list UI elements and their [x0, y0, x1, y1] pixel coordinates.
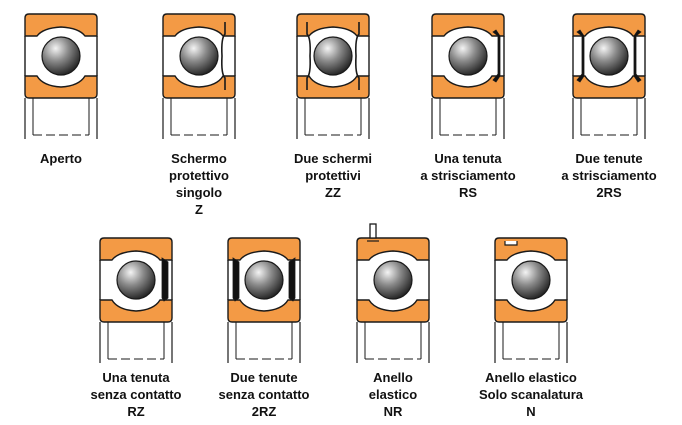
caption-line: protettivi: [305, 168, 361, 183]
aperto-caption: Aperto: [0, 150, 136, 167]
seal: [288, 257, 296, 302]
outer-ring: [431, 13, 505, 37]
caption-line: singolo: [175, 185, 223, 200]
caption-line: a strisciamento: [561, 168, 657, 183]
caption-line: Aperto: [40, 151, 82, 166]
caption-line: Due schermi: [293, 151, 373, 166]
ball: [41, 36, 81, 76]
seal: [576, 29, 585, 83]
shield: [355, 22, 360, 90]
outer-ring: [227, 237, 301, 261]
caption-line: Due tenute: [230, 370, 298, 385]
shield: [306, 22, 311, 90]
inner-ring: [572, 75, 646, 99]
seal: [633, 29, 642, 83]
una-tenuta-strisciamento-bearing: [431, 13, 505, 139]
caption-line: a strisciamento: [420, 168, 516, 183]
snap-ring: [369, 223, 377, 239]
due-tenute-strisciamento-caption: Due tenute a strisciamento 2RS: [534, 150, 682, 201]
outer-ring: [162, 13, 236, 37]
inner-ring: [227, 299, 301, 323]
inner-ring: [494, 299, 568, 323]
seal: [161, 257, 169, 302]
caption-line: RZ: [127, 404, 145, 419]
una-tenuta-senza-contatto-bearing: [99, 237, 173, 363]
outer-ring: [356, 237, 430, 261]
caption-line: Schermo: [171, 151, 227, 166]
caption-line: 2RS: [596, 185, 622, 200]
ball: [116, 260, 156, 300]
outer-ring: [99, 237, 173, 261]
inner-ring: [356, 299, 430, 323]
caption-line: Anello: [373, 370, 413, 385]
inner-ring: [162, 75, 236, 99]
ball: [179, 36, 219, 76]
caption-line: N: [526, 404, 536, 419]
caption-line: Anello elastico: [485, 370, 577, 385]
inner-ring: [24, 75, 98, 99]
caption-line: ZZ: [325, 185, 341, 200]
ball: [448, 36, 488, 76]
shield: [221, 22, 226, 90]
outer-ring: [572, 13, 646, 37]
outer-ring: [24, 13, 98, 37]
ball: [589, 36, 629, 76]
due-tenute-strisciamento-bearing: [572, 13, 646, 139]
inner-ring: [296, 75, 370, 99]
outer-ring: [296, 13, 370, 37]
caption-line: 2RZ: [251, 404, 277, 419]
seal: [492, 29, 501, 83]
snap-groove: [504, 241, 518, 246]
caption-line: elastico: [368, 387, 418, 402]
caption-line: Una tenuta: [102, 370, 170, 385]
anello-elastico-scanalatura-bearing: [494, 237, 568, 363]
caption-line: Z: [195, 202, 203, 217]
caption-line: protettivo: [169, 168, 229, 183]
anello-elastico-bearing: [356, 223, 430, 363]
caption-line: senza contatto: [90, 387, 182, 402]
caption-line: Solo scanalatura: [478, 387, 584, 402]
caption-line: senza contatto: [218, 387, 310, 402]
schermo-singolo-bearing: [162, 13, 236, 139]
aperto-bearing: [24, 13, 98, 139]
inner-ring: [431, 75, 505, 99]
ball: [373, 260, 413, 300]
caption-line: Due tenute: [575, 151, 643, 166]
due-schermi-bearing: [296, 13, 370, 139]
ball: [313, 36, 353, 76]
caption-line: NR: [383, 404, 403, 419]
ball: [244, 260, 284, 300]
caption-line: Una tenuta: [434, 151, 502, 166]
due-tenute-senza-contatto-caption: Due tenute senza contatto 2RZ: [189, 369, 339, 420]
due-tenute-senza-contatto-bearing: [227, 237, 301, 363]
seal: [232, 257, 240, 302]
caption-line: RS: [458, 185, 478, 200]
ball: [511, 260, 551, 300]
inner-ring: [99, 299, 173, 323]
